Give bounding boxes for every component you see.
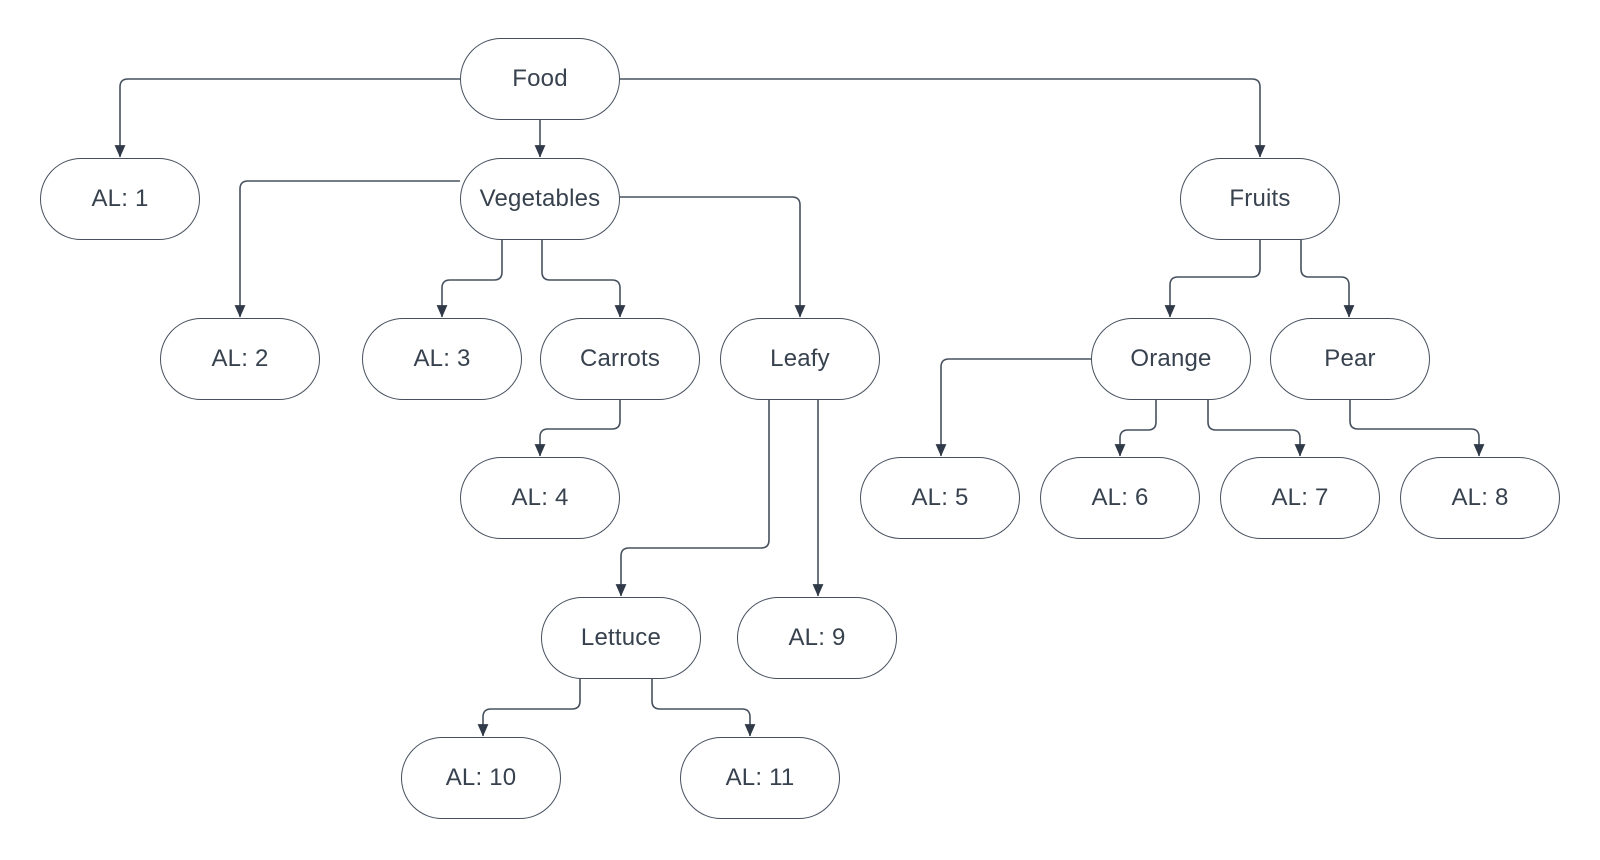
node-label: Orange [1130, 345, 1212, 372]
edge-vegetables-carrots [541, 240, 626, 318]
node-al-1: AL: 1 [40, 158, 200, 240]
edge-food-fruits [620, 78, 1266, 158]
node-food: Food [460, 38, 620, 120]
node-al-10: AL: 10 [401, 737, 561, 819]
node-label: Carrots [579, 345, 661, 372]
node-label: Vegetables [479, 185, 601, 212]
edge-pear-al-8 [1349, 400, 1485, 457]
node-al-6: AL: 6 [1040, 457, 1200, 539]
node-label: AL: 10 [445, 764, 517, 791]
node-al-7: AL: 7 [1220, 457, 1380, 539]
edge-food-al-1 [114, 78, 460, 158]
node-label: AL: 5 [911, 484, 969, 511]
edge-leafy-lettuce [615, 400, 770, 597]
edge-vegetables-al-2 [234, 180, 460, 318]
node-label: AL: 6 [1091, 484, 1149, 511]
node-label: AL: 4 [511, 484, 569, 511]
edge-lettuce-al-10 [477, 679, 581, 737]
node-label: AL: 8 [1451, 484, 1509, 511]
node-label: Food [512, 65, 568, 92]
node-label: AL: 2 [211, 345, 269, 372]
node-label: AL: 11 [725, 764, 795, 791]
node-al-3: AL: 3 [362, 318, 522, 400]
edge-orange-al-5 [935, 358, 1091, 457]
node-leafy: Leafy [720, 318, 880, 400]
node-vegetables: Vegetables [460, 158, 620, 240]
node-al-5: AL: 5 [860, 457, 1020, 539]
edge-vegetables-al-3 [436, 240, 503, 318]
node-label: Lettuce [580, 624, 662, 651]
node-label: AL: 1 [91, 185, 149, 212]
node-al-4: AL: 4 [460, 457, 620, 539]
node-al-2: AL: 2 [160, 318, 320, 400]
node-label: AL: 7 [1271, 484, 1329, 511]
node-label: Leafy [770, 345, 830, 372]
edge-orange-al-7 [1207, 400, 1306, 457]
edge-vegetables-leafy [620, 196, 806, 318]
node-al-9: AL: 9 [737, 597, 897, 679]
edge-lettuce-al-11 [651, 679, 756, 737]
node-carrots: Carrots [540, 318, 700, 400]
node-lettuce: Lettuce [541, 597, 701, 679]
node-label: AL: 3 [413, 345, 471, 372]
node-al-11: AL: 11 [680, 737, 840, 819]
edge-orange-al-6 [1114, 400, 1157, 457]
node-label: Pear [1324, 345, 1376, 372]
edge-fruits-pear [1300, 240, 1355, 318]
node-label: AL: 9 [788, 624, 846, 651]
edge-carrots-al-4 [534, 400, 621, 457]
node-label: Fruits [1229, 185, 1291, 212]
node-fruits: Fruits [1180, 158, 1340, 240]
edge-fruits-orange [1164, 240, 1261, 318]
node-pear: Pear [1270, 318, 1430, 400]
node-orange: Orange [1091, 318, 1251, 400]
node-al-8: AL: 8 [1400, 457, 1560, 539]
